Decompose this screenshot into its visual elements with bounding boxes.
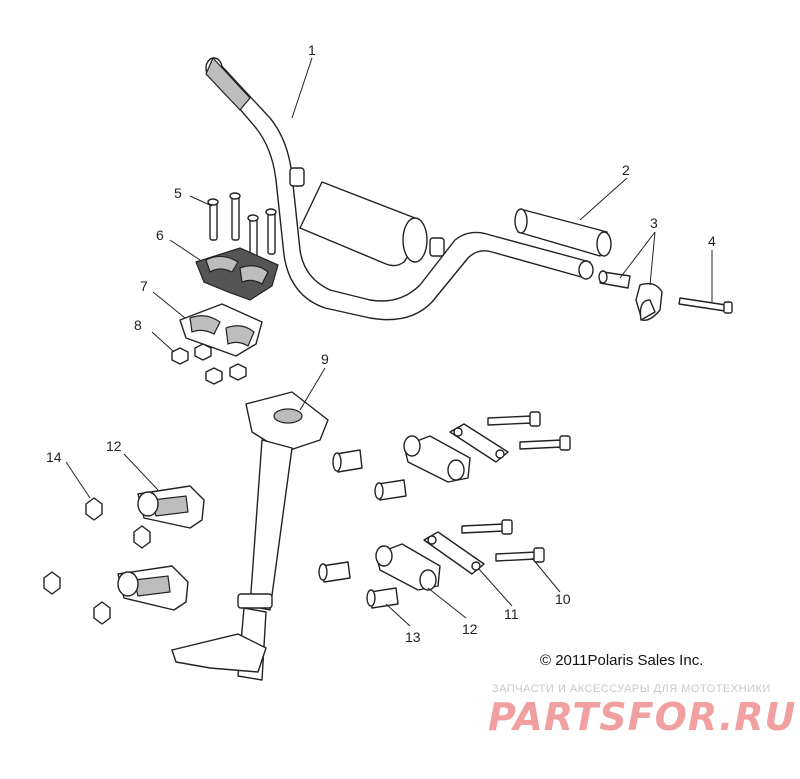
clamp-block-part-left-b [117, 565, 189, 611]
leader-3a [619, 231, 656, 279]
callout-9: 9 [321, 351, 329, 367]
leader-13 [385, 603, 411, 627]
watermark-brand: PARTSFOR.RU [488, 695, 797, 739]
callout-12a: 12 [106, 438, 122, 454]
callout-6: 6 [156, 227, 164, 243]
lower-clamp-part [179, 303, 263, 357]
callout-7: 7 [140, 278, 148, 294]
bushings-part-upper [332, 449, 407, 501]
callout-8: 8 [134, 317, 142, 333]
nuts-part [171, 343, 247, 385]
bolt-part [678, 297, 733, 314]
callout-11: 11 [504, 606, 519, 622]
callout-14: 14 [46, 449, 62, 465]
callout-2: 2 [622, 162, 630, 178]
leader-12a [123, 453, 159, 491]
handlebar-part [205, 56, 594, 321]
bushings-part-lower [318, 561, 399, 609]
grip-part [514, 208, 612, 257]
leader-10 [531, 557, 561, 593]
leader-7 [152, 291, 186, 319]
watermark-tagline: ЗАПЧАСТИ И АКСЕССУАРЫ ДЛЯ МОТОТЕХНИКИ [492, 683, 771, 695]
leader-2 [579, 177, 628, 221]
clamp-block-part-left-a [137, 485, 205, 529]
copyright-text: © 2011Polaris Sales Inc. [540, 652, 704, 669]
leader-5 [189, 195, 213, 207]
callout-4: 4 [708, 233, 716, 249]
upper-clamp-part [195, 247, 279, 301]
callout-5: 5 [174, 185, 182, 201]
plate-part-upper [449, 423, 509, 463]
callout-3: 3 [650, 215, 658, 231]
leader-14 [65, 461, 91, 499]
bolts-part-upper [487, 411, 571, 451]
steering-post-part [171, 391, 329, 681]
leader-9 [299, 367, 326, 411]
leader-3b [649, 231, 656, 286]
leader-6 [169, 239, 201, 261]
cap-screws-part [207, 192, 277, 257]
callout-13: 13 [405, 629, 421, 645]
nuts-part-left [43, 497, 151, 625]
leader-12b [427, 587, 467, 619]
callout-10: 10 [555, 591, 571, 607]
callout-12b: 12 [462, 621, 478, 637]
clamp-block-part-lower [375, 543, 441, 591]
bolts-part-lower [461, 519, 545, 563]
callout-1: 1 [308, 42, 316, 58]
leader-1 [291, 57, 313, 119]
plate-part-lower [423, 531, 485, 575]
clamp-block-part-upper [403, 435, 471, 483]
leader-11 [477, 567, 513, 607]
lever-part [598, 270, 663, 321]
leader-8 [151, 331, 175, 353]
